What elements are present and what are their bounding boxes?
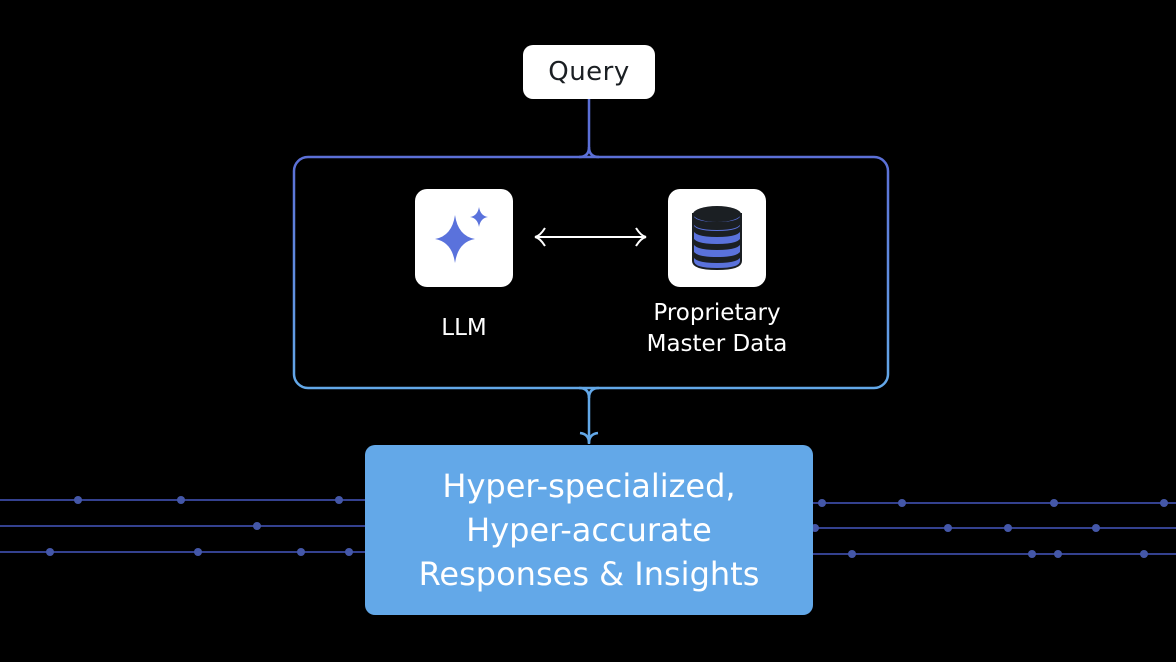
track-dot bbox=[46, 548, 54, 556]
master-data-label-line-1: Proprietary bbox=[653, 300, 781, 326]
query-connector bbox=[578, 99, 591, 159]
result-line-1: Hyper-specialized, bbox=[442, 467, 736, 505]
track-dot bbox=[297, 548, 305, 556]
track-dot bbox=[177, 496, 185, 504]
result-arrowhead-icon bbox=[579, 431, 599, 444]
llm-label: LLM bbox=[441, 315, 487, 341]
llm-node bbox=[415, 189, 513, 287]
track-dot bbox=[811, 524, 819, 532]
track-dot bbox=[1160, 499, 1168, 507]
track-dot bbox=[194, 548, 202, 556]
result-line-3: Responses & Insights bbox=[418, 555, 760, 593]
track-dot bbox=[253, 522, 261, 530]
result-line-2: Hyper-accurate bbox=[466, 511, 712, 549]
track-dot bbox=[818, 499, 826, 507]
track-dot bbox=[1028, 550, 1036, 558]
track-dot bbox=[1004, 524, 1012, 532]
track-dot bbox=[1054, 550, 1062, 558]
track-dot bbox=[1140, 550, 1148, 558]
query-label: Query bbox=[548, 57, 630, 87]
master-data-label: Proprietary Master Data bbox=[617, 298, 817, 360]
query-node: Query bbox=[523, 45, 655, 99]
master-data-node bbox=[668, 189, 766, 287]
sparkles-icon bbox=[435, 207, 488, 263]
track-dot bbox=[848, 550, 856, 558]
query-connector-right bbox=[587, 146, 600, 159]
processing-group-box bbox=[292, 155, 890, 390]
track-dot bbox=[335, 496, 343, 504]
track-dot bbox=[898, 499, 906, 507]
track-dot bbox=[74, 496, 82, 504]
database-icon bbox=[692, 206, 742, 271]
track-dot bbox=[345, 548, 353, 556]
track-dot bbox=[1050, 499, 1058, 507]
bidirectional-arrow-icon bbox=[534, 227, 647, 247]
track-dot bbox=[944, 524, 952, 532]
result-node: Hyper-specialized, Hyper-accurate Respon… bbox=[365, 445, 813, 615]
track-dot bbox=[1092, 524, 1100, 532]
master-data-label-line-2: Master Data bbox=[646, 331, 788, 357]
decorative-tracks bbox=[0, 496, 1176, 558]
